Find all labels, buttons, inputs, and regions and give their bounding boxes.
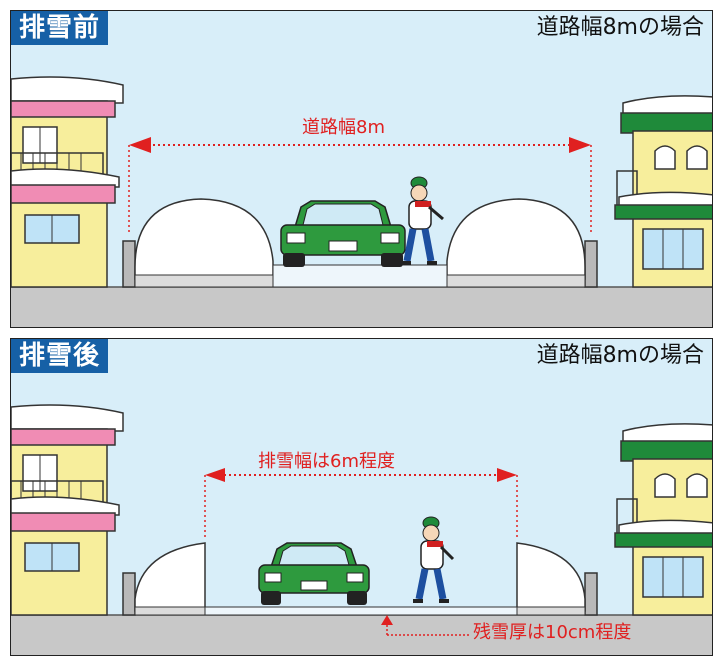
right-house-icon: [614, 423, 712, 616]
scene-after: [11, 404, 712, 655]
scene-before: [11, 76, 712, 327]
left-post: [122, 572, 136, 616]
right-post: [584, 240, 598, 288]
double-arrow-icon: [128, 137, 592, 233]
left-house-icon: [11, 404, 124, 616]
residual-snow-layer: [204, 606, 518, 616]
residual-snow-label: 残雪厚は10cm程度: [473, 622, 632, 643]
residual-pointer-arrow: [381, 615, 469, 636]
panel-after-snow-removal: 排雪後 道路幅8mの場合 排雪幅は6m程度 残雪厚は10cm程度: [10, 338, 713, 656]
right-post: [584, 572, 598, 616]
pedestrian-icon: [401, 176, 444, 265]
snow-mound-icon: [134, 542, 206, 612]
snow-mound-icon: [446, 198, 586, 280]
car-icon: [258, 542, 370, 605]
car-icon: [280, 200, 406, 267]
after-case-label: 道路幅8mの場合: [536, 343, 704, 368]
snow-mound-icon: [134, 198, 274, 280]
after-removal-badge: 排雪後: [11, 339, 109, 373]
pedestrian-icon: [413, 516, 455, 603]
road-ground: [11, 287, 712, 327]
compacted-snow-layer: [272, 264, 448, 288]
left-house-icon: [11, 76, 124, 288]
panel-before-snow-removal: 排雪前 道路幅8mの場合 道路幅8m: [10, 10, 713, 328]
before-removal-badge: 排雪前: [11, 11, 109, 45]
right-house-icon: [614, 95, 712, 288]
snow-mound-icon: [516, 542, 586, 612]
road-width-label: 道路幅8m: [298, 117, 389, 139]
road-ground: [11, 615, 712, 655]
before-case-label: 道路幅8mの場合: [536, 15, 704, 40]
double-arrow-icon: [204, 468, 518, 539]
left-post: [122, 240, 136, 288]
removal-width-label: 排雪幅は6m程度: [254, 451, 399, 473]
